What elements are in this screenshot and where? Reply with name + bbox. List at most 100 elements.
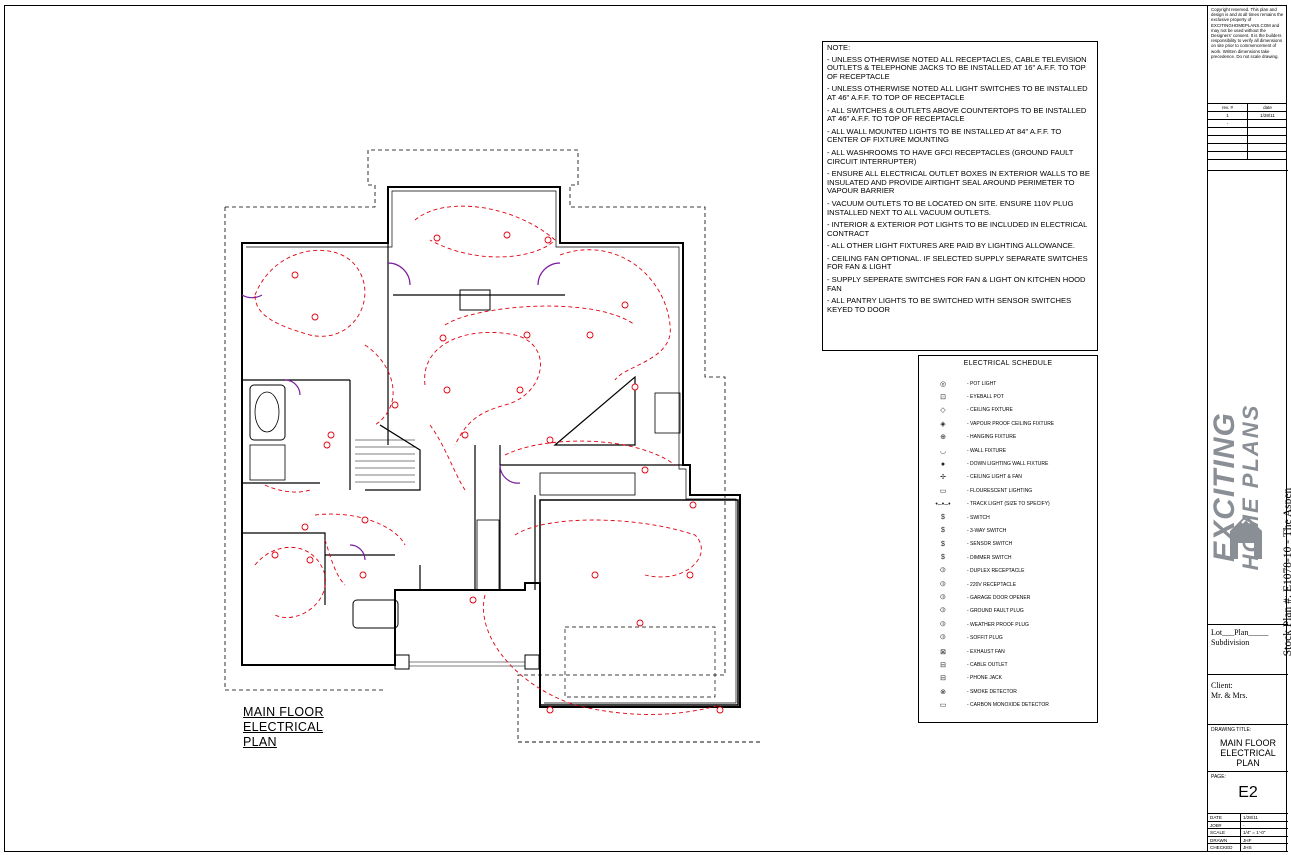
roof-outline-left bbox=[224, 207, 385, 691]
meta-value: JHF bbox=[1243, 837, 1252, 843]
schedule-row: ✢- CEILING LIGHT & FAN bbox=[919, 471, 1097, 484]
brand-line-2: HOME PLANS bbox=[1238, 403, 1263, 571]
schedule-symbol-icon: ⦶ bbox=[940, 580, 946, 588]
client-label: Client: bbox=[1211, 681, 1233, 690]
plan-title-line: MAIN FLOOR bbox=[243, 705, 324, 719]
schedule-symbol-icon: ⦶ bbox=[940, 620, 946, 628]
schedule-symbol-icon: ⊠ bbox=[940, 648, 946, 656]
meta-key: SCALE bbox=[1208, 829, 1241, 836]
schedule-label: - TRACK LIGHT (SIZE TO SPECIFY) bbox=[967, 501, 1050, 508]
schedule-label: - CABLE OUTLET bbox=[967, 661, 1008, 668]
schedule-row: ●- DOWN LIGHTING WALL FIXTURE bbox=[919, 457, 1097, 470]
rev-number bbox=[1208, 152, 1248, 159]
schedule-row: ⦶- SOFFIT PLUG bbox=[919, 631, 1097, 644]
schedule-label: - SOFFIT PLUG bbox=[967, 635, 1003, 642]
meta-row: JOB#- bbox=[1208, 821, 1288, 829]
house-logo-icon bbox=[1230, 515, 1262, 559]
schedule-symbol-icon: ◡ bbox=[939, 447, 947, 455]
drawing-title-label: DRAWING TITLE: bbox=[1211, 727, 1252, 733]
schedule-symbol-icon: ◈ bbox=[940, 420, 946, 428]
meta-key: JOB# bbox=[1208, 821, 1241, 828]
schedule-row: ◡ - WALL FIXTURE bbox=[919, 444, 1097, 457]
schedule-title: ELECTRICAL SCHEDULE bbox=[963, 360, 1053, 367]
page-number: E2 bbox=[1238, 784, 1258, 801]
schedule-label: - HANGING FIXTURE bbox=[967, 434, 1017, 441]
notes-heading: NOTE: bbox=[827, 43, 851, 52]
page-label: PAGE: bbox=[1211, 774, 1226, 780]
rev-date bbox=[1248, 128, 1287, 135]
drawing-title-cell: DRAWING TITLE: MAIN FLOOR ELECTRICAL PLA… bbox=[1208, 725, 1288, 772]
note-item: - SUPPLY SEPERATE SWITCHES FOR FAN & LIG… bbox=[827, 275, 1086, 293]
schedule-label: - WALL FIXTURE bbox=[967, 447, 1007, 454]
schedule-label: - GROUND FAULT PLUG bbox=[967, 608, 1024, 615]
rev-number: 1 bbox=[1208, 112, 1248, 119]
schedule-rows: ◎- POT LIGHT⊡- EYEBALL POT◇- CEILING FIX… bbox=[919, 377, 1097, 712]
schedule-symbol-icon: ⊗ bbox=[940, 688, 946, 696]
rev-number bbox=[1208, 128, 1248, 135]
schedule-label: - POT LIGHT bbox=[967, 380, 997, 387]
schedule-label: - DUPLEX RECEPTACLE bbox=[967, 568, 1025, 575]
drawing-title: MAIN FLOOR ELECTRICAL PLAN bbox=[1208, 738, 1288, 768]
rev-number-header: rev. # bbox=[1208, 104, 1248, 111]
title-block: Copyright reserved. This plan and design… bbox=[1207, 5, 1291, 852]
subdivision: Subdivision bbox=[1211, 638, 1250, 647]
rev-date bbox=[1248, 144, 1287, 151]
meta-value: 1/4" = 1'-0" bbox=[1243, 830, 1266, 835]
meta-value: - bbox=[1243, 822, 1245, 828]
sheet-border bbox=[4, 5, 1287, 852]
schedule-row: ⊡- EYEBALL POT bbox=[919, 390, 1097, 403]
schedule-symbol-icon: ⊡ bbox=[940, 394, 946, 402]
schedule-row: ◇ - CEILING FIXTURE bbox=[919, 404, 1097, 417]
notes-box: NOTE: - UNLESS OTHERWISE NOTED ALL RECEP… bbox=[822, 41, 1098, 351]
plan-title-line: ELECTRICAL bbox=[243, 720, 324, 734]
client-cell: Client: Mr. & Mrs. bbox=[1208, 675, 1288, 725]
lot-cell: Lot___Plan_____ Subdivision bbox=[1208, 625, 1288, 675]
note-item: - ENSURE ALL ELECTRICAL OUTLET BOXES IN … bbox=[827, 169, 1090, 196]
floor-plan-drawing bbox=[224, 149, 760, 743]
note-item: - INTERIOR & EXTERIOR POT LIGHTS TO BE I… bbox=[827, 220, 1088, 238]
note-item: - CEILING FAN OPTIONAL. IF SELECTED SUPP… bbox=[827, 253, 1088, 272]
schedule-label: - VAPOUR PROOF CEILING FIXTURE bbox=[967, 420, 1055, 427]
garage-door bbox=[564, 626, 716, 698]
note-item: - VACUUM OUTLETS TO BE LOCATED ON SITE. … bbox=[827, 198, 1074, 217]
exterior-wall bbox=[241, 186, 741, 708]
plan-title: MAIN FLOOR ELECTRICAL PLAN bbox=[243, 705, 324, 750]
schedule-row: ⊕- HANGING FIXTURE bbox=[919, 431, 1097, 444]
revision-header: rev. # date bbox=[1208, 104, 1287, 112]
plan-title-line: PLAN bbox=[243, 735, 277, 749]
schedule-row: •‒•‒• - TRACK LIGHT (SIZE TO SPECIFY) bbox=[919, 498, 1097, 511]
schedule-symbol-icon: ⊟ bbox=[940, 661, 946, 669]
brand-logo: EXCITING HOME PLANS bbox=[1208, 357, 1264, 617]
lot-plan: Lot___Plan_____ bbox=[1211, 628, 1269, 637]
schedule-symbol-icon: •‒•‒• bbox=[935, 500, 951, 508]
meta-value: 1/28/11 bbox=[1243, 815, 1258, 820]
meta-key: DATE bbox=[1208, 814, 1241, 821]
schedule-label: - SMOKE DETECTOR bbox=[967, 688, 1017, 695]
schedule-row: ⦶- GARAGE DOOR OPENER bbox=[919, 591, 1097, 604]
meta-value: JHS bbox=[1243, 845, 1252, 850]
client-name: Mr. & Mrs. bbox=[1211, 691, 1248, 700]
rev-date-header: date bbox=[1263, 105, 1272, 110]
roof-outline bbox=[225, 149, 760, 743]
schedule-label: - DIMMER SWITCH bbox=[967, 554, 1012, 561]
schedule-row: ▭- CARBON MONOXIDE DETECTOR bbox=[919, 698, 1097, 711]
schedule-symbol-icon: ◇ bbox=[940, 407, 946, 415]
rev-date bbox=[1248, 152, 1287, 159]
schedule-symbol-icon: ▭ bbox=[939, 487, 947, 495]
schedule-label: - SENSOR SWITCH bbox=[967, 541, 1013, 548]
rev-date bbox=[1248, 120, 1287, 127]
schedule-row: ◈ - VAPOUR PROOF CEILING FIXTURE bbox=[919, 417, 1097, 430]
note-item: - ALL WASHROOMS TO HAVE GFCI RECEPTACLES… bbox=[827, 147, 1074, 166]
brand-line-1: EXCITING bbox=[1208, 412, 1241, 562]
brand-cell: EXCITING HOME PLANS Stock Plan #: E1078-… bbox=[1208, 170, 1291, 656]
schedule-label: - FLOURESCENT LIGHTING bbox=[967, 487, 1033, 494]
schedule-row: $- SENSOR SWITCH bbox=[919, 538, 1097, 551]
schedule-label: - CEILING FIXTURE bbox=[967, 407, 1013, 414]
schedule-row: $- DIMMER SWITCH bbox=[919, 551, 1097, 564]
rev-date bbox=[1248, 136, 1287, 143]
